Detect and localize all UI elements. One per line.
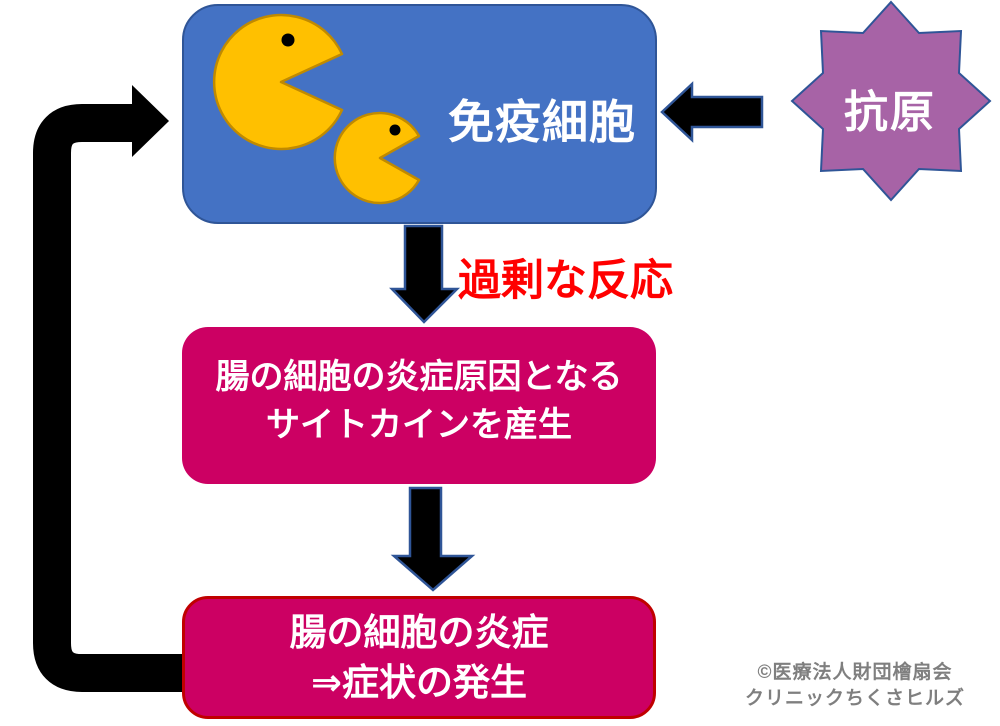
credit-line2: クリニックちくさヒルズ: [744, 688, 965, 709]
credit-line1: ©医療法人財団檜扇会: [757, 662, 953, 683]
copyright-credit: ©医療法人財団檜扇会 クリニックちくさヒルズ: [710, 660, 1000, 712]
immune-to-cytokine-arrow: [389, 224, 461, 324]
antigen-to-immune-arrow: [660, 81, 764, 143]
antigen-label: 抗原: [844, 88, 936, 137]
symptom-box: 腸の細胞の炎症 ⇒症状の発生: [182, 596, 656, 719]
antigen-star: 抗原: [780, 0, 1000, 210]
excessive-reaction-label: 過剰な反応: [458, 257, 673, 305]
symptom-line2: ⇒症状の発生: [310, 661, 527, 703]
feedback-loop-arrow-shaft: [33, 104, 184, 692]
cytokine-to-symptom-arrow: [390, 486, 476, 592]
feedback-loop-arrowhead: [132, 85, 169, 157]
pacman-small-icon: [333, 111, 421, 205]
cytokine-box: 腸の細胞の炎症原因となる サイトカインを産生: [182, 327, 656, 484]
eight-point-star-icon: [790, 0, 992, 202]
immune-cell-label: 免疫細胞: [448, 96, 636, 148]
pacman-large-icon: [212, 13, 344, 151]
cytokine-line2: サイトカインを産生: [266, 405, 572, 444]
immune-cell-box: 免疫細胞: [182, 4, 657, 224]
feedback-loop-arrow: [33, 85, 184, 692]
cytokine-line1: 腸の細胞の炎症原因となる: [215, 357, 623, 396]
symptom-line1: 腸の細胞の炎症: [289, 611, 549, 653]
